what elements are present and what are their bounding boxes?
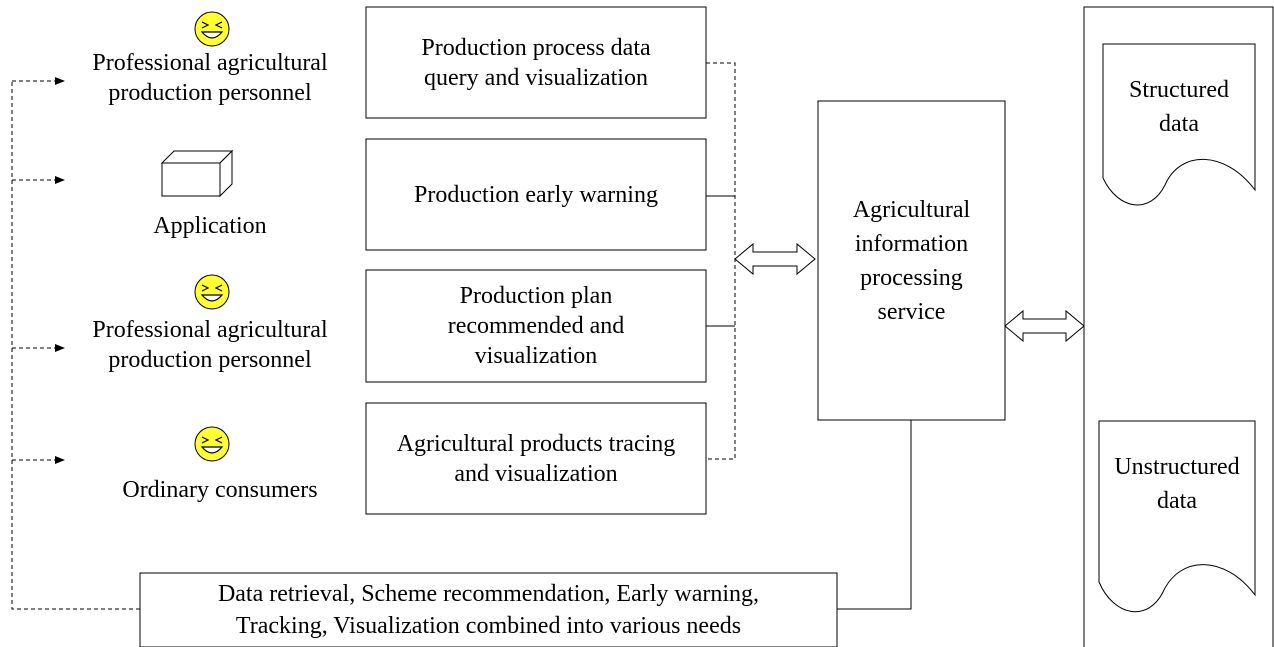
service-box	[817, 100, 1006, 421]
service-label: Agricultural information processing serv…	[852, 196, 971, 325]
service-to-needs-line	[837, 420, 912, 610]
user-label-application: Application	[153, 213, 267, 239]
function-box-data-query	[365, 6, 707, 119]
feedback-loop-lines	[11, 77, 140, 610]
structured-data-document	[1102, 43, 1256, 206]
unstructured-data-label: Unstructured data	[1114, 454, 1240, 514]
function-label-early-warning: Production early warning	[414, 181, 658, 208]
structured-data-label: Structured data	[1129, 77, 1229, 137]
user-label-professional-2: Professional agricultural production per…	[92, 317, 328, 373]
double-arrow-service-storage	[1004, 309, 1085, 343]
function-label-data-query: Production process data query and visual…	[421, 34, 651, 91]
smiley-icon	[194, 274, 230, 310]
combined-needs-box	[139, 572, 838, 647]
unstructured-data-document	[1098, 420, 1256, 613]
function-label-tracing: Agricultural products tracing and visual…	[396, 430, 676, 487]
combined-needs-label: Data retrieval, Scheme recommendation, E…	[217, 581, 760, 639]
function-label-production-plan: Production plan recommended and visualiz…	[447, 283, 625, 369]
user-label-consumers: Ordinary consumers	[122, 477, 318, 503]
function-box-production-plan	[365, 269, 707, 383]
box-icon	[160, 149, 234, 198]
smiley-icon	[194, 426, 230, 462]
function-box-tracing	[365, 402, 707, 515]
user-label-professional-1: Professional agricultural production per…	[92, 50, 328, 106]
smiley-icon	[194, 11, 230, 47]
function-box-early-warning	[365, 138, 707, 251]
double-arrow-functions-service	[734, 242, 816, 276]
function-bracket-lines	[706, 62, 736, 460]
